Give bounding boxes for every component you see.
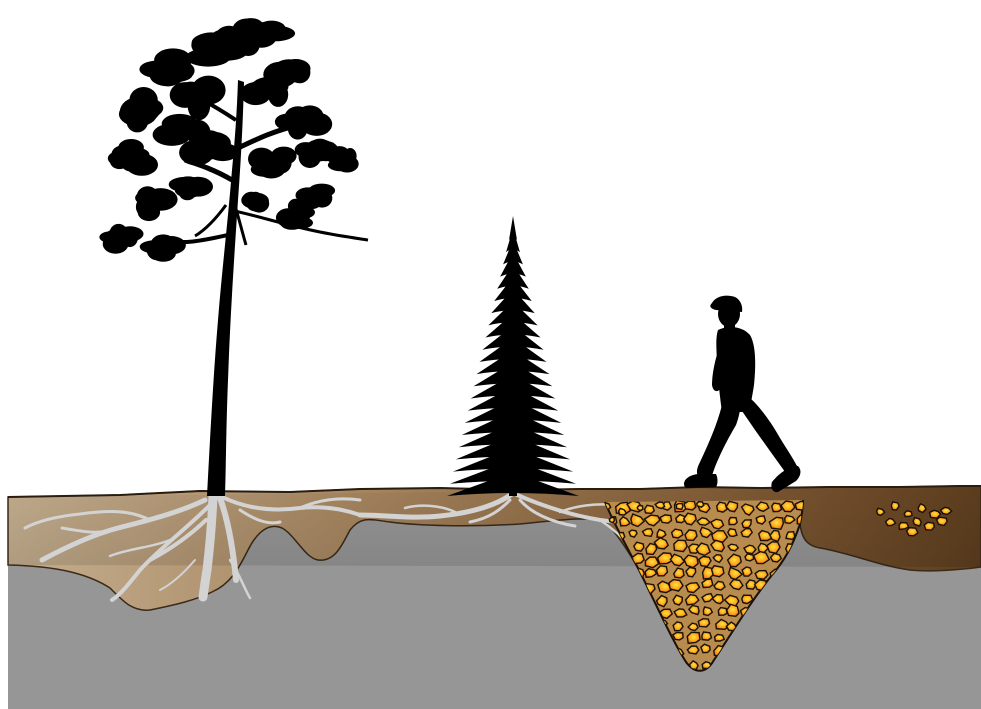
spruce-tier <box>447 472 579 496</box>
ember <box>701 644 710 653</box>
pine-foliage-clump <box>252 77 289 97</box>
ember <box>891 502 899 510</box>
pine-foliage-clump <box>287 217 313 229</box>
ember <box>729 518 737 525</box>
ember <box>712 566 724 577</box>
ember <box>673 595 682 605</box>
ember <box>684 501 696 510</box>
ember <box>676 504 683 510</box>
ember <box>786 532 795 540</box>
pine-tree <box>99 18 368 496</box>
ember <box>629 530 637 537</box>
ember <box>755 571 768 580</box>
ember <box>673 632 683 640</box>
pine-foliage-clump <box>154 48 192 71</box>
ember <box>634 542 644 551</box>
pine-tree-icon <box>99 18 368 496</box>
pine-foliage-clump <box>196 132 231 155</box>
pine-foliage-clump <box>118 139 144 156</box>
spruce-tree-icon <box>447 216 579 496</box>
ember <box>645 505 655 513</box>
pine-foliage-clump <box>119 102 157 126</box>
ember <box>697 502 704 508</box>
ember <box>907 528 918 536</box>
ember <box>712 531 728 542</box>
ember <box>742 567 752 576</box>
ember <box>684 555 698 568</box>
pine-foliage-clump <box>248 192 263 211</box>
ember <box>660 515 671 523</box>
pine-foliage-clump <box>144 188 178 211</box>
ember <box>756 516 765 524</box>
ember <box>715 634 725 641</box>
pine-foliage-clump <box>336 155 359 172</box>
pine-foliage-clump <box>301 112 332 136</box>
ember <box>745 554 754 561</box>
ember <box>924 522 934 530</box>
spruce-tree <box>447 216 579 496</box>
ember <box>718 608 727 616</box>
ember <box>656 566 667 576</box>
pine-foliage-clump <box>299 146 322 168</box>
pine-foliage-clump <box>105 229 124 245</box>
ember <box>698 619 709 627</box>
person-walking-icon <box>684 296 800 492</box>
pine-foliage-clump <box>236 33 260 56</box>
ember <box>674 540 687 551</box>
ember <box>913 518 921 527</box>
ember <box>918 504 926 513</box>
ember <box>744 545 756 554</box>
ember <box>771 553 782 562</box>
pine-foliage-clump <box>154 128 179 145</box>
ember <box>637 506 643 511</box>
ember <box>686 567 696 577</box>
ember <box>702 632 712 640</box>
ember <box>904 511 912 517</box>
pine-foliage-clump <box>156 236 186 254</box>
ember <box>899 523 909 530</box>
pine-foliage-clump <box>179 186 196 200</box>
ember <box>930 510 941 518</box>
ember <box>687 632 700 643</box>
ember <box>672 529 683 538</box>
ember <box>937 517 948 525</box>
walking-person <box>684 296 800 492</box>
pine-foliage-clump <box>187 88 210 107</box>
ember <box>609 517 614 522</box>
ember <box>643 529 653 537</box>
ember <box>772 503 782 512</box>
pine-foliage-clump <box>270 152 292 174</box>
ember <box>742 520 751 528</box>
ember <box>728 529 737 537</box>
pine-foliage-clump <box>122 228 138 247</box>
